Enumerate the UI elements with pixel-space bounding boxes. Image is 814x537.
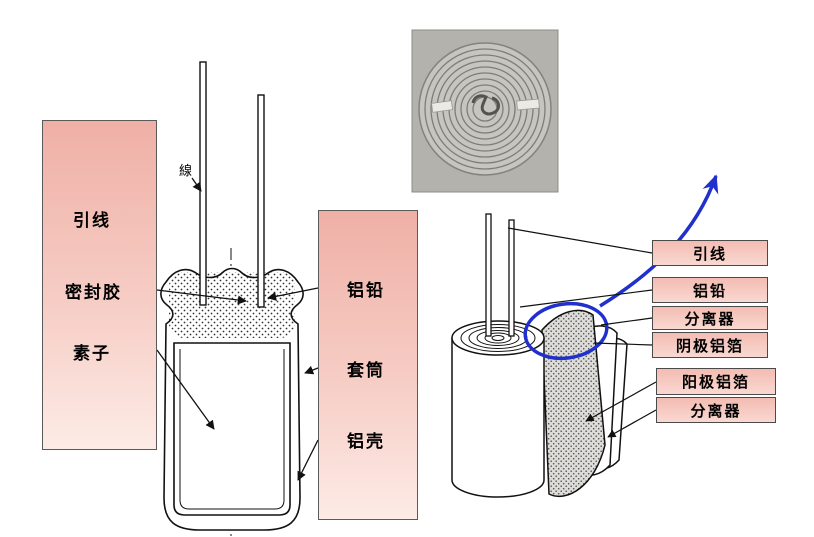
- annotation-arrows-left: [156, 177, 319, 481]
- label-element: 素子: [73, 344, 111, 364]
- label-sleeve: 套筒: [347, 361, 385, 381]
- winding-clip-shape: [471, 94, 500, 116]
- right-connector-lines: [507, 227, 657, 438]
- wound-capacitor-3d: [451, 213, 628, 498]
- label-aluminum-tab: 铝铅: [347, 281, 385, 301]
- left-label-panel: 引线 素子 密封胶 素子: [42, 120, 157, 450]
- label-lead-wire-right: 引线: [652, 240, 768, 266]
- winding-photo: [411, 29, 559, 193]
- label-aluminum-case: 铝壳: [347, 432, 385, 452]
- zoom-highlight-ellipse: [523, 301, 609, 361]
- capacitor-cross-section: [160, 61, 304, 536]
- label-cathode-foil: 阴极铝箔: [652, 332, 768, 358]
- middle-label-panel: 铝铅 套筒 铝壳: [318, 210, 418, 520]
- label-sealing-glue: 密封胶: [65, 283, 122, 303]
- label-separator-top: 分离器: [652, 306, 768, 330]
- label-aluminum-tab-right: 铝铅: [652, 277, 768, 303]
- label-lead-wire: 引线: [73, 211, 111, 231]
- label-anode-foil: 阳极铝箔: [656, 368, 776, 395]
- wire-annotation: 線: [179, 164, 193, 179]
- anode-foil-sheet: [541, 309, 606, 498]
- label-separator-bottom: 分离器: [656, 397, 776, 423]
